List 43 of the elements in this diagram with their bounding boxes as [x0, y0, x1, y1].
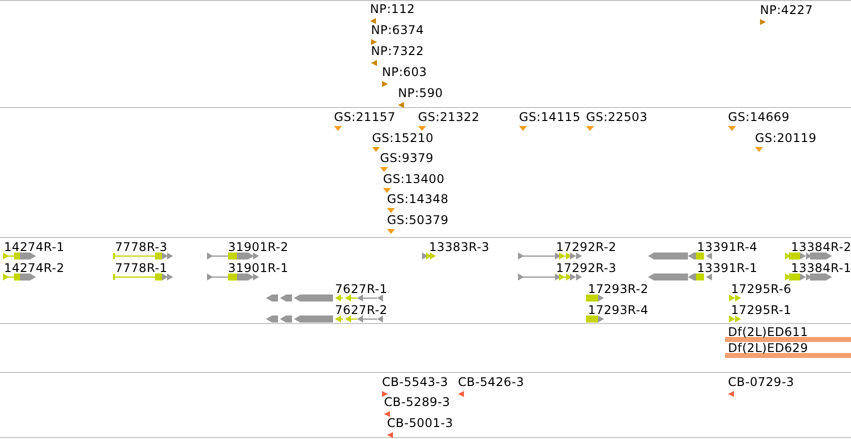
transcript-label: 17292R-2	[556, 240, 616, 254]
insertion-label: NP:603	[382, 65, 427, 79]
insertion-label: NP:7322	[371, 44, 424, 58]
transcript-label: 17295R-6	[731, 282, 792, 296]
transcript-label: 14274R-1	[4, 240, 64, 254]
insertion-label: GS:21157	[334, 110, 396, 124]
insertion-label: GS:13400	[383, 172, 445, 186]
transcript-label: 14274R-2	[4, 261, 64, 275]
insertion-label: NP:112	[370, 2, 415, 16]
transcript-label: 17293R-4	[588, 303, 648, 317]
insertion-label: NP:6374	[371, 23, 424, 37]
deficiency-label: Df(2L)ED611	[728, 325, 808, 339]
insertion-label: GS:14115	[519, 110, 581, 124]
insertion-label: NP:4227	[760, 3, 813, 17]
transcript-label: 7627R-2	[335, 303, 388, 317]
insertion-label: NP:590	[398, 86, 443, 100]
deficiency-label: Df(2L)ED629	[728, 341, 808, 355]
insertion-label: CB-5426-3	[458, 375, 524, 389]
insertion-label: CB-5289-3	[384, 395, 450, 409]
insertion-label: GS:20119	[755, 131, 817, 145]
transcript-label: 13384R-1	[791, 261, 851, 275]
insertion-label: GS:21322	[418, 110, 480, 124]
insertion-label: CB-5543-3	[382, 375, 448, 389]
transcript-label: 17292R-3	[556, 261, 616, 275]
transcript-label: 7778R-3	[115, 240, 168, 254]
transcript-label: 13391R-4	[697, 240, 758, 254]
insertion-label: CB-0729-3	[728, 375, 794, 389]
transcript-label: 31901R-2	[228, 240, 288, 254]
transcript-label: 17295R-1	[731, 303, 792, 317]
insertion-label: GS:15210	[372, 131, 434, 145]
insertion-label: GS:14669	[728, 110, 790, 124]
transcript-label: 31901R-1	[228, 261, 288, 275]
insertion-label: CB-5001-3	[387, 416, 454, 430]
transcript-label: 13383R-3	[429, 240, 490, 254]
insertion-label: GS:9379	[380, 151, 434, 165]
transcript-label: 13384R-2	[791, 240, 851, 254]
insertion-label: GS:14348	[387, 192, 449, 206]
insertion-label: GS:50379	[387, 213, 449, 227]
transcript-label: 7778R-1	[115, 261, 168, 275]
transcript-label: 7627R-1	[335, 282, 388, 296]
insertion-label: GS:22503	[586, 110, 648, 124]
transcript-label: 17293R-2	[588, 282, 648, 296]
transcript-label: 13391R-1	[697, 261, 758, 275]
